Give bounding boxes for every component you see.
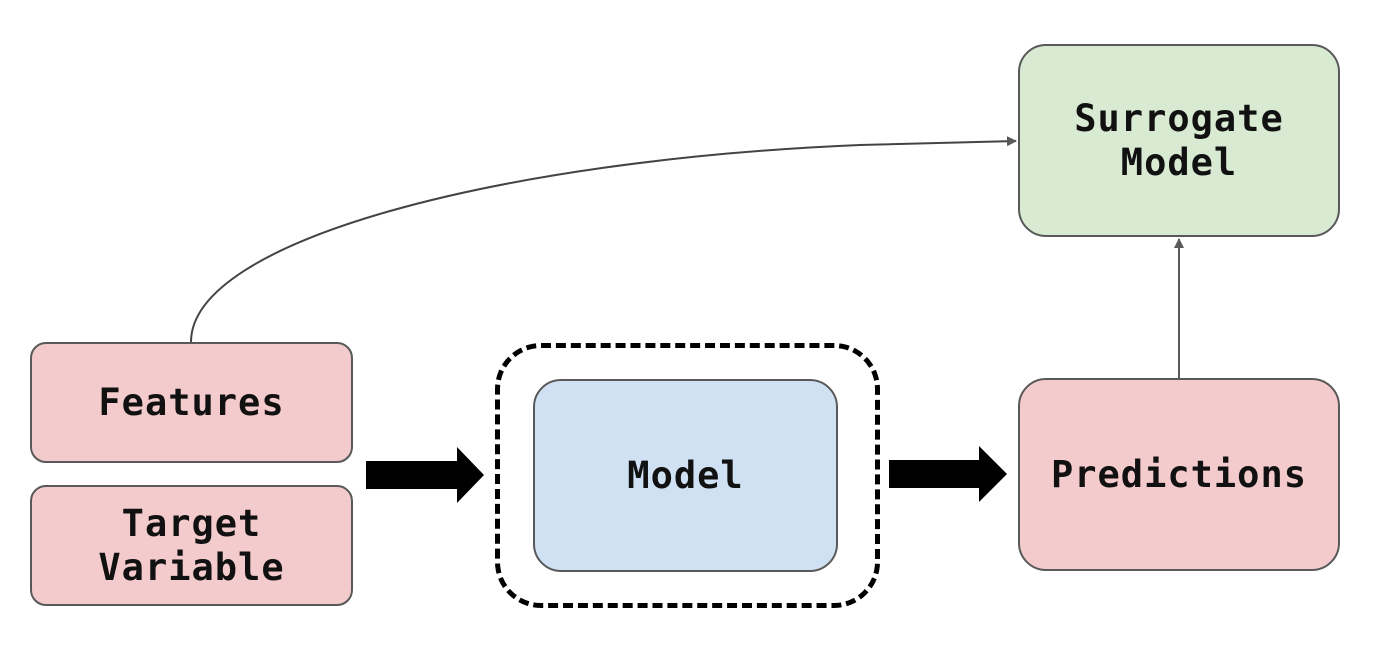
target-variable-label: Target Variable — [98, 501, 285, 589]
surrogate-model-node: Surrogate Model — [1018, 44, 1340, 237]
surrogate-model-label: Surrogate Model — [1074, 96, 1284, 184]
target-variable-node: Target Variable — [30, 485, 353, 606]
inputs-to-model-block-arrow — [366, 447, 484, 503]
model-label: Model — [627, 453, 744, 497]
model-to-predictions-block-arrow — [889, 446, 1007, 502]
black-box-dashed-wrapper — [495, 343, 880, 608]
features-to-surrogate-arrow — [190, 136, 1017, 343]
features-label: Features — [98, 380, 285, 424]
predictions-label: Predictions — [1050, 452, 1308, 496]
features-node: Features — [30, 342, 353, 463]
model-node: Model — [533, 379, 838, 572]
predictions-node: Predictions — [1018, 378, 1340, 571]
